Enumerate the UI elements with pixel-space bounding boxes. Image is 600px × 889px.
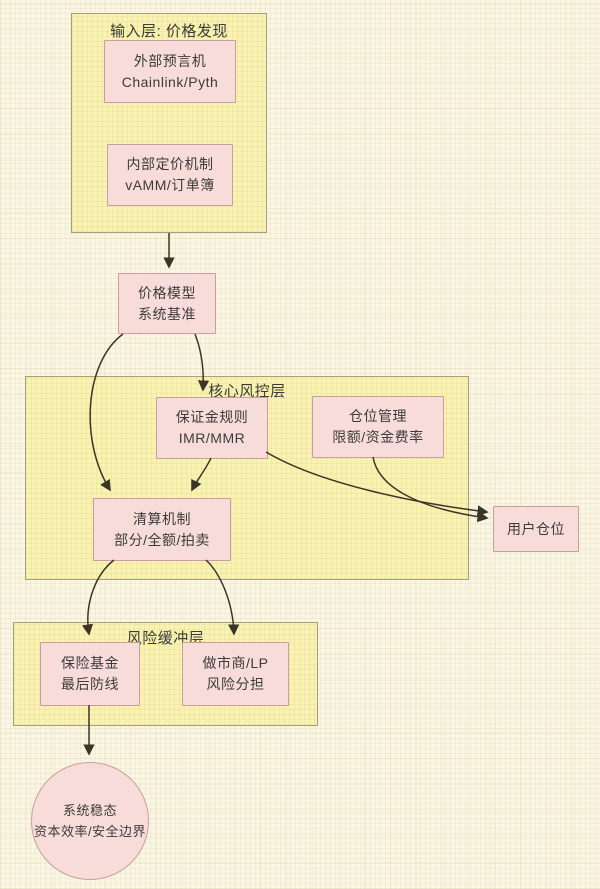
- node-liquidation: 清算机制 部分/全额/拍卖: [93, 498, 231, 561]
- node-margin-rules-line2: IMR/MMR: [178, 430, 246, 446]
- risk-buffer-layer-container: 风险缓冲层 保险基金 最后防线 做市商/LP 风险分担: [13, 622, 318, 726]
- node-price-model-line1: 价格模型: [138, 284, 196, 301]
- node-external-oracle-line1: 外部预言机: [133, 52, 207, 69]
- node-position-management: 仓位管理 限额/资金费率: [312, 396, 444, 458]
- input-layer-label: 输入层: 价格发现: [110, 23, 228, 40]
- node-internal-pricing: 内部定价机制 vAMM/订单簿: [107, 144, 233, 206]
- node-liquidation-line1: 清算机制: [133, 510, 191, 527]
- core-risk-layer-label: 核心风控层: [208, 383, 286, 400]
- node-market-maker-lp-line2: 风险分担: [206, 676, 265, 692]
- node-margin-rules: 保证金规则 IMR/MMR: [156, 397, 268, 459]
- node-external-oracle: 外部预言机 Chainlink/Pyth: [104, 40, 236, 103]
- node-market-maker-lp-line1: 做市商/LP: [202, 655, 269, 671]
- node-system-steady-state-line1: 系统稳态: [62, 803, 117, 818]
- node-internal-pricing-line2: vAMM/订单簿: [125, 177, 215, 193]
- core-risk-layer-container: 核心风控层 保证金规则 IMR/MMR 仓位管理 限额/资金费率 清算机制 部分…: [25, 376, 469, 580]
- node-price-model-line2: 系统基准: [138, 305, 196, 322]
- node-system-steady-state-line2: 资本效率/安全边界: [33, 824, 147, 839]
- node-insurance-fund-line1: 保险基金: [61, 655, 119, 671]
- node-user-position-label: 用户仓位: [507, 520, 565, 537]
- node-position-management-line2: 限额/资金费率: [332, 429, 424, 445]
- node-position-management-line1: 仓位管理: [349, 408, 407, 424]
- node-internal-pricing-line1: 内部定价机制: [126, 156, 214, 172]
- node-insurance-fund-line2: 最后防线: [61, 676, 119, 692]
- node-system-steady-state: 系统稳态 资本效率/安全边界: [31, 762, 149, 880]
- node-price-model: 价格模型 系统基准: [118, 273, 216, 334]
- node-liquidation-line2: 部分/全额/拍卖: [114, 531, 210, 548]
- node-insurance-fund: 保险基金 最后防线: [40, 642, 140, 706]
- node-margin-rules-line1: 保证金规则: [175, 409, 249, 425]
- node-external-oracle-line2: Chainlink/Pyth: [121, 73, 219, 90]
- node-user-position: 用户仓位: [493, 506, 579, 552]
- input-layer-container: 输入层: 价格发现 外部预言机 Chainlink/Pyth 内部定价机制 vA…: [71, 13, 267, 233]
- node-market-maker-lp: 做市商/LP 风险分担: [182, 642, 289, 706]
